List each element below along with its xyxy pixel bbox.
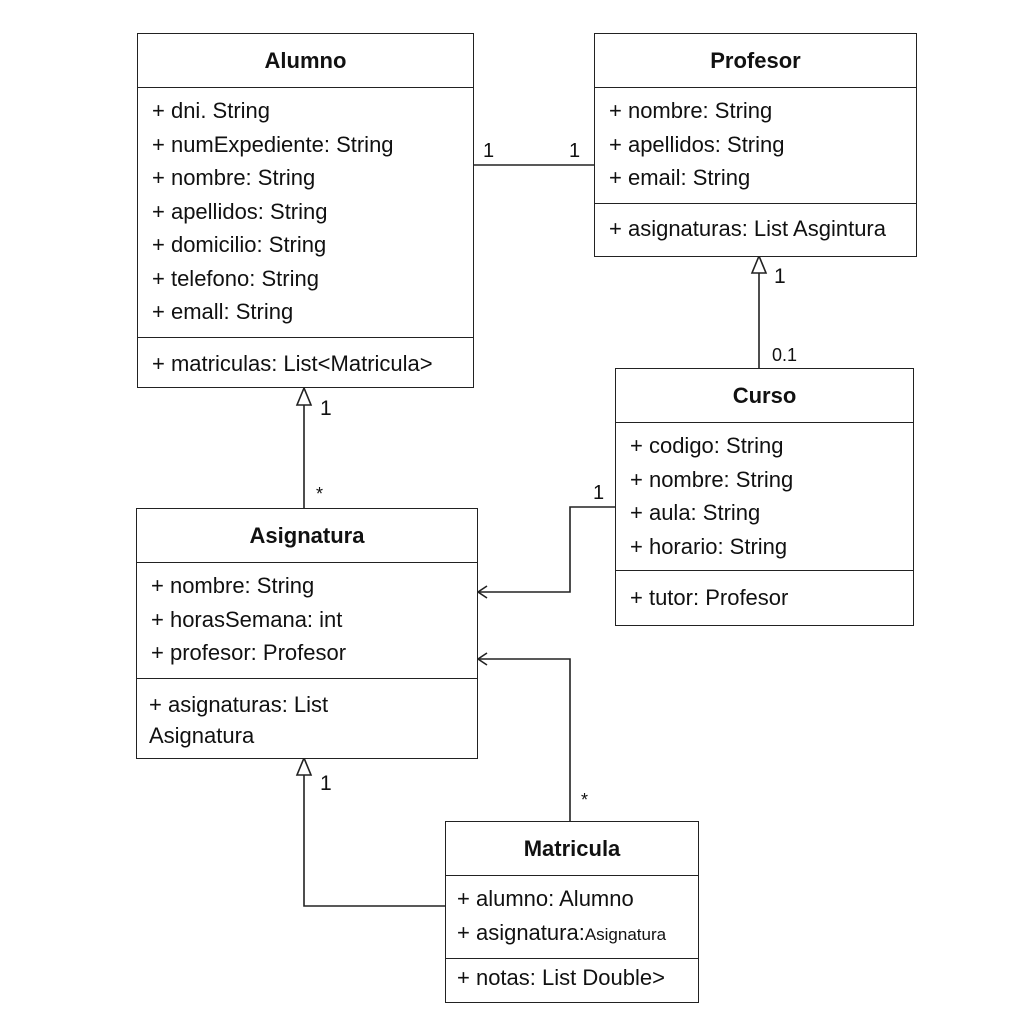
class-title-matricula: Matricula [446, 822, 698, 876]
method: + notas: List Double> [457, 965, 665, 990]
class-title-curso: Curso [616, 369, 913, 423]
attribute: + apellidos: String [152, 198, 328, 224]
attribute: + nombre: String [151, 573, 315, 598]
class-curso[interactable]: Curso + codigo: String + nombre: String … [615, 368, 914, 626]
multiplicity-label: 1 [593, 482, 605, 504]
attributes-profesor: + nombre: String + apellidos: String + e… [595, 88, 916, 204]
attribute: + dni. String [152, 98, 271, 123]
attribute: + asignatura:Asignatura [457, 916, 698, 952]
attribute: + nombre: String [630, 466, 794, 492]
attribute: + apellidos: String [609, 131, 785, 157]
attributes-asignatura: + nombre: String + horasSemana: int + pr… [137, 563, 477, 679]
attribute: + numExpediente: String [152, 131, 394, 157]
attribute: + nombre: String [609, 98, 773, 123]
attribute: + emall: String [152, 299, 294, 324]
attribute: + domicilio: String [152, 232, 327, 257]
method: + matriculas: List<Matricula> [152, 351, 433, 376]
class-title-profesor: Profesor [595, 34, 916, 88]
methods-alumno: + matriculas: List<Matricula> [138, 338, 473, 381]
matricula-asignatura-inheritance-line [303, 775, 445, 907]
multiplicity-label: 1 [569, 140, 581, 162]
class-alumno[interactable]: Alumno + dni. String + numExpediente: St… [137, 33, 474, 388]
method: + asignaturas: List Asgintura [609, 216, 886, 241]
attribute: + profesor: Profesor [151, 640, 347, 665]
multiplicity-label: 1 [320, 772, 332, 795]
methods-matricula: + notas: List Double> [446, 959, 698, 995]
multiplicity-label: 1 [483, 140, 495, 162]
matricula-asignatura-arrow [478, 658, 571, 821]
attribute: + telefono: String [152, 265, 319, 291]
class-title-asignatura: Asignatura [137, 509, 477, 563]
matricula-asignatura-arrowhead [476, 652, 488, 666]
multiplicity-label: 1 [320, 397, 332, 420]
attribute: + email: String [609, 165, 751, 190]
class-matricula[interactable]: Matricula + alumno: Alumno + asignatura:… [445, 821, 699, 1003]
attributes-curso: + codigo: String + nombre: String + aula… [616, 423, 913, 571]
attributes-alumno: + dni. String + numExpediente: String + … [138, 88, 473, 338]
multiplicity-label: 1 [774, 265, 786, 288]
attribute-name: + asignatura: [457, 919, 585, 945]
attribute: + horasSemana: int [151, 606, 343, 632]
multiplicity-label: 0.1 [772, 345, 798, 365]
matricula-asignatura-triangle [295, 755, 313, 776]
attribute: + nombre: String [152, 165, 316, 190]
method: + tutor: Profesor [630, 585, 789, 610]
curso-asignatura-arrow [478, 506, 615, 593]
multiplicity-label: * [581, 790, 589, 810]
class-asignatura[interactable]: Asignatura + nombre: String + horasSeman… [136, 508, 478, 759]
multiplicity-label: * [316, 484, 324, 504]
curso-asignatura-arrowhead [476, 585, 488, 599]
asignatura-alumno-triangle [295, 385, 313, 406]
attributes-matricula: + alumno: Alumno + asignatura:Asignatura [446, 876, 698, 959]
attribute: + aula: String [630, 500, 761, 525]
methods-profesor: + asignaturas: List Asgintura [595, 204, 916, 246]
class-title-alumno: Alumno [138, 34, 473, 88]
attribute: + alumno: Alumno [457, 886, 634, 911]
methods-asignatura: + asignaturas: List Asignatura [137, 679, 387, 751]
class-profesor[interactable]: Profesor + nombre: String + apellidos: S… [594, 33, 917, 257]
attribute-type: Asignatura [584, 924, 667, 944]
curso-profesor-triangle [750, 253, 768, 274]
methods-curso: + tutor: Profesor [616, 571, 913, 615]
method: + asignaturas: List Asignatura [149, 692, 329, 748]
attribute: + horario: String [630, 533, 788, 559]
attribute: + codigo: String [630, 433, 784, 458]
